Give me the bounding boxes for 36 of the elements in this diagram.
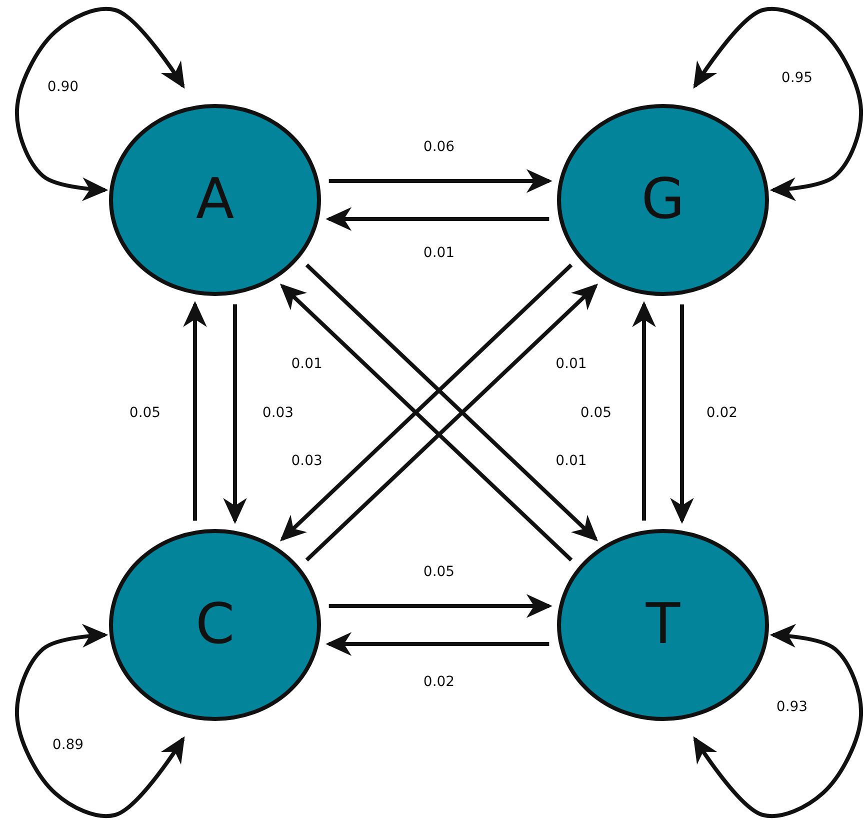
transition-arrow [326, 632, 550, 656]
state-letter: A [194, 172, 236, 228]
state-node [109, 529, 321, 721]
self-loop-arrow [15, 624, 185, 818]
probability-label: 0.05 [580, 404, 612, 420]
probability-label: 0.90 [47, 79, 79, 95]
transition-arrow [328, 594, 552, 618]
transition-arrow [670, 304, 694, 524]
self-loop-arrow [693, 624, 863, 818]
state-node [557, 104, 769, 296]
transition-arrow [223, 304, 247, 524]
probability-label: 0.03 [262, 404, 294, 420]
state-letter: C [194, 597, 236, 653]
state-letter: G [640, 172, 686, 228]
state-letter: T [644, 597, 682, 653]
transition-arrow [326, 207, 550, 231]
probability-label: 0.05 [129, 404, 161, 420]
probability-label: 0.95 [781, 70, 813, 86]
probability-label: 0.01 [291, 356, 322, 372]
state-node [109, 104, 321, 296]
self-loop-arrow [15, 7, 185, 202]
probability-label: 0.06 [423, 139, 455, 155]
self-loop-arrow [693, 7, 863, 202]
probability-label: 0.01 [556, 452, 587, 469]
probability-label: 0.03 [291, 452, 322, 469]
state-node [557, 529, 769, 721]
transition-arrow [632, 301, 656, 521]
probability-label: 0.02 [423, 674, 455, 690]
probability-label: 0.89 [52, 737, 84, 753]
transition-arrow [328, 169, 552, 193]
probability-label: 0.93 [776, 699, 808, 715]
probability-label: 0.02 [706, 404, 738, 420]
probability-label: 0.01 [423, 245, 455, 261]
probability-label: 0.05 [423, 564, 455, 580]
probability-label: 0.01 [556, 356, 587, 372]
transition-arrow [183, 301, 207, 521]
